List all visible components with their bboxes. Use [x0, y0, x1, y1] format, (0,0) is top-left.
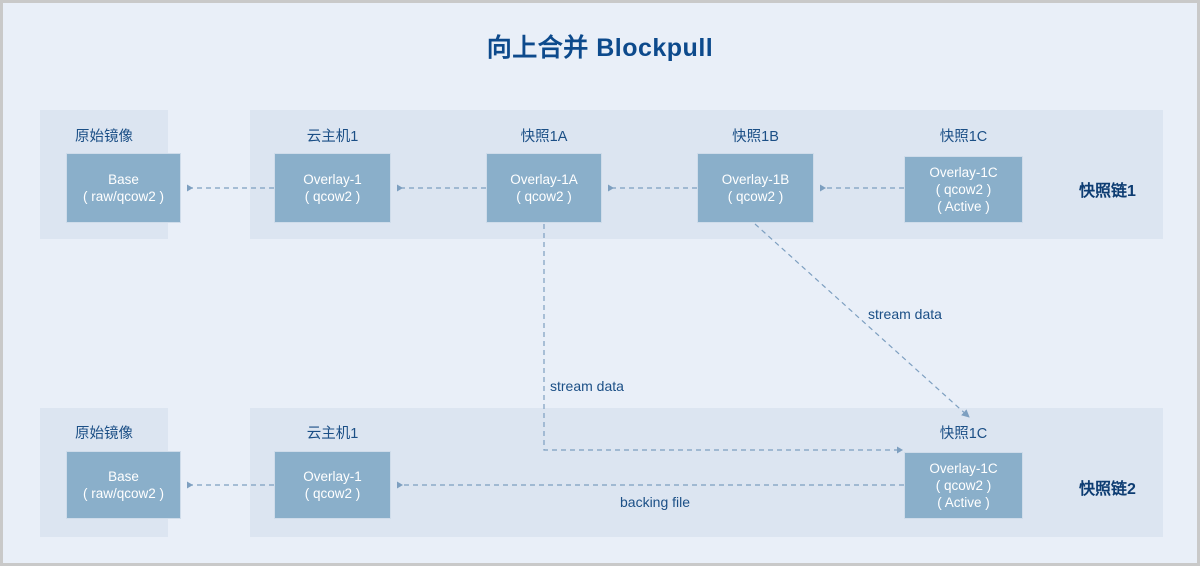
- node-line: Overlay-1A: [510, 172, 578, 187]
- node-line: ( Active ): [937, 199, 990, 214]
- diagram-canvas: 向上合并 Blockpull 原始镜像 云主机1 快照1A 快照1B 快照1C …: [3, 3, 1197, 563]
- node-line: ( raw/qcow2 ): [82, 486, 165, 501]
- node-line: Base: [108, 469, 139, 484]
- node-line: Overlay-1B: [721, 172, 790, 187]
- group-label-chain2-host: 云主机1: [306, 426, 359, 442]
- chain-label-2: 快照链2: [1079, 481, 1136, 498]
- node-chain1-base[interactable]: Base ( raw/qcow2 ): [66, 153, 181, 223]
- node-line: Overlay-1: [303, 172, 362, 187]
- node-line: ( qcow2 ): [935, 182, 992, 197]
- group-label-chain1-snap1c: 快照1C: [939, 129, 988, 145]
- node-line: Overlay-1: [303, 469, 362, 484]
- node-chain2-overlay1c[interactable]: Overlay-1C ( qcow2 ) ( Active ): [904, 452, 1023, 519]
- group-label-chain2-snap1c: 快照1C: [939, 426, 988, 442]
- group-label-chain1-snap1b: 快照1B: [732, 129, 779, 145]
- edge-label-stream-data-vertical: stream data: [550, 378, 624, 394]
- group-label-chain1-host: 云主机1: [306, 129, 359, 145]
- node-line: Overlay-1C: [929, 461, 998, 476]
- node-chain2-overlay1[interactable]: Overlay-1 ( qcow2 ): [274, 451, 391, 519]
- edge-label-backing-file: backing file: [620, 494, 691, 510]
- node-line: ( Active ): [937, 495, 990, 510]
- node-line: ( qcow2 ): [304, 189, 361, 204]
- node-line: Overlay-1C: [929, 165, 998, 180]
- group-label-chain2-base: 原始镜像: [75, 426, 133, 442]
- group-label-chain1-snap1a: 快照1A: [520, 129, 568, 145]
- node-chain1-overlay1c[interactable]: Overlay-1C ( qcow2 ) ( Active ): [904, 156, 1023, 223]
- chain-label-1: 快照链1: [1079, 183, 1136, 200]
- node-line: ( qcow2 ): [516, 189, 572, 204]
- node-line: ( qcow2 ): [727, 189, 784, 204]
- node-line: ( qcow2 ): [304, 486, 361, 501]
- node-chain2-base[interactable]: Base ( raw/qcow2 ): [66, 451, 181, 519]
- node-line: ( raw/qcow2 ): [82, 189, 165, 204]
- node-chain1-overlay1b[interactable]: Overlay-1B ( qcow2 ): [697, 153, 814, 223]
- node-chain1-overlay1a[interactable]: Overlay-1A ( qcow2 ): [486, 153, 602, 223]
- edge-label-stream-data-diagonal: stream data: [868, 306, 942, 322]
- node-line: ( qcow2 ): [935, 478, 992, 493]
- page-title: 向上合并 Blockpull: [486, 34, 714, 62]
- group-label-chain1-base: 原始镜像: [75, 129, 133, 145]
- node-chain1-overlay1[interactable]: Overlay-1 ( qcow2 ): [274, 153, 391, 223]
- node-line: Base: [108, 172, 139, 187]
